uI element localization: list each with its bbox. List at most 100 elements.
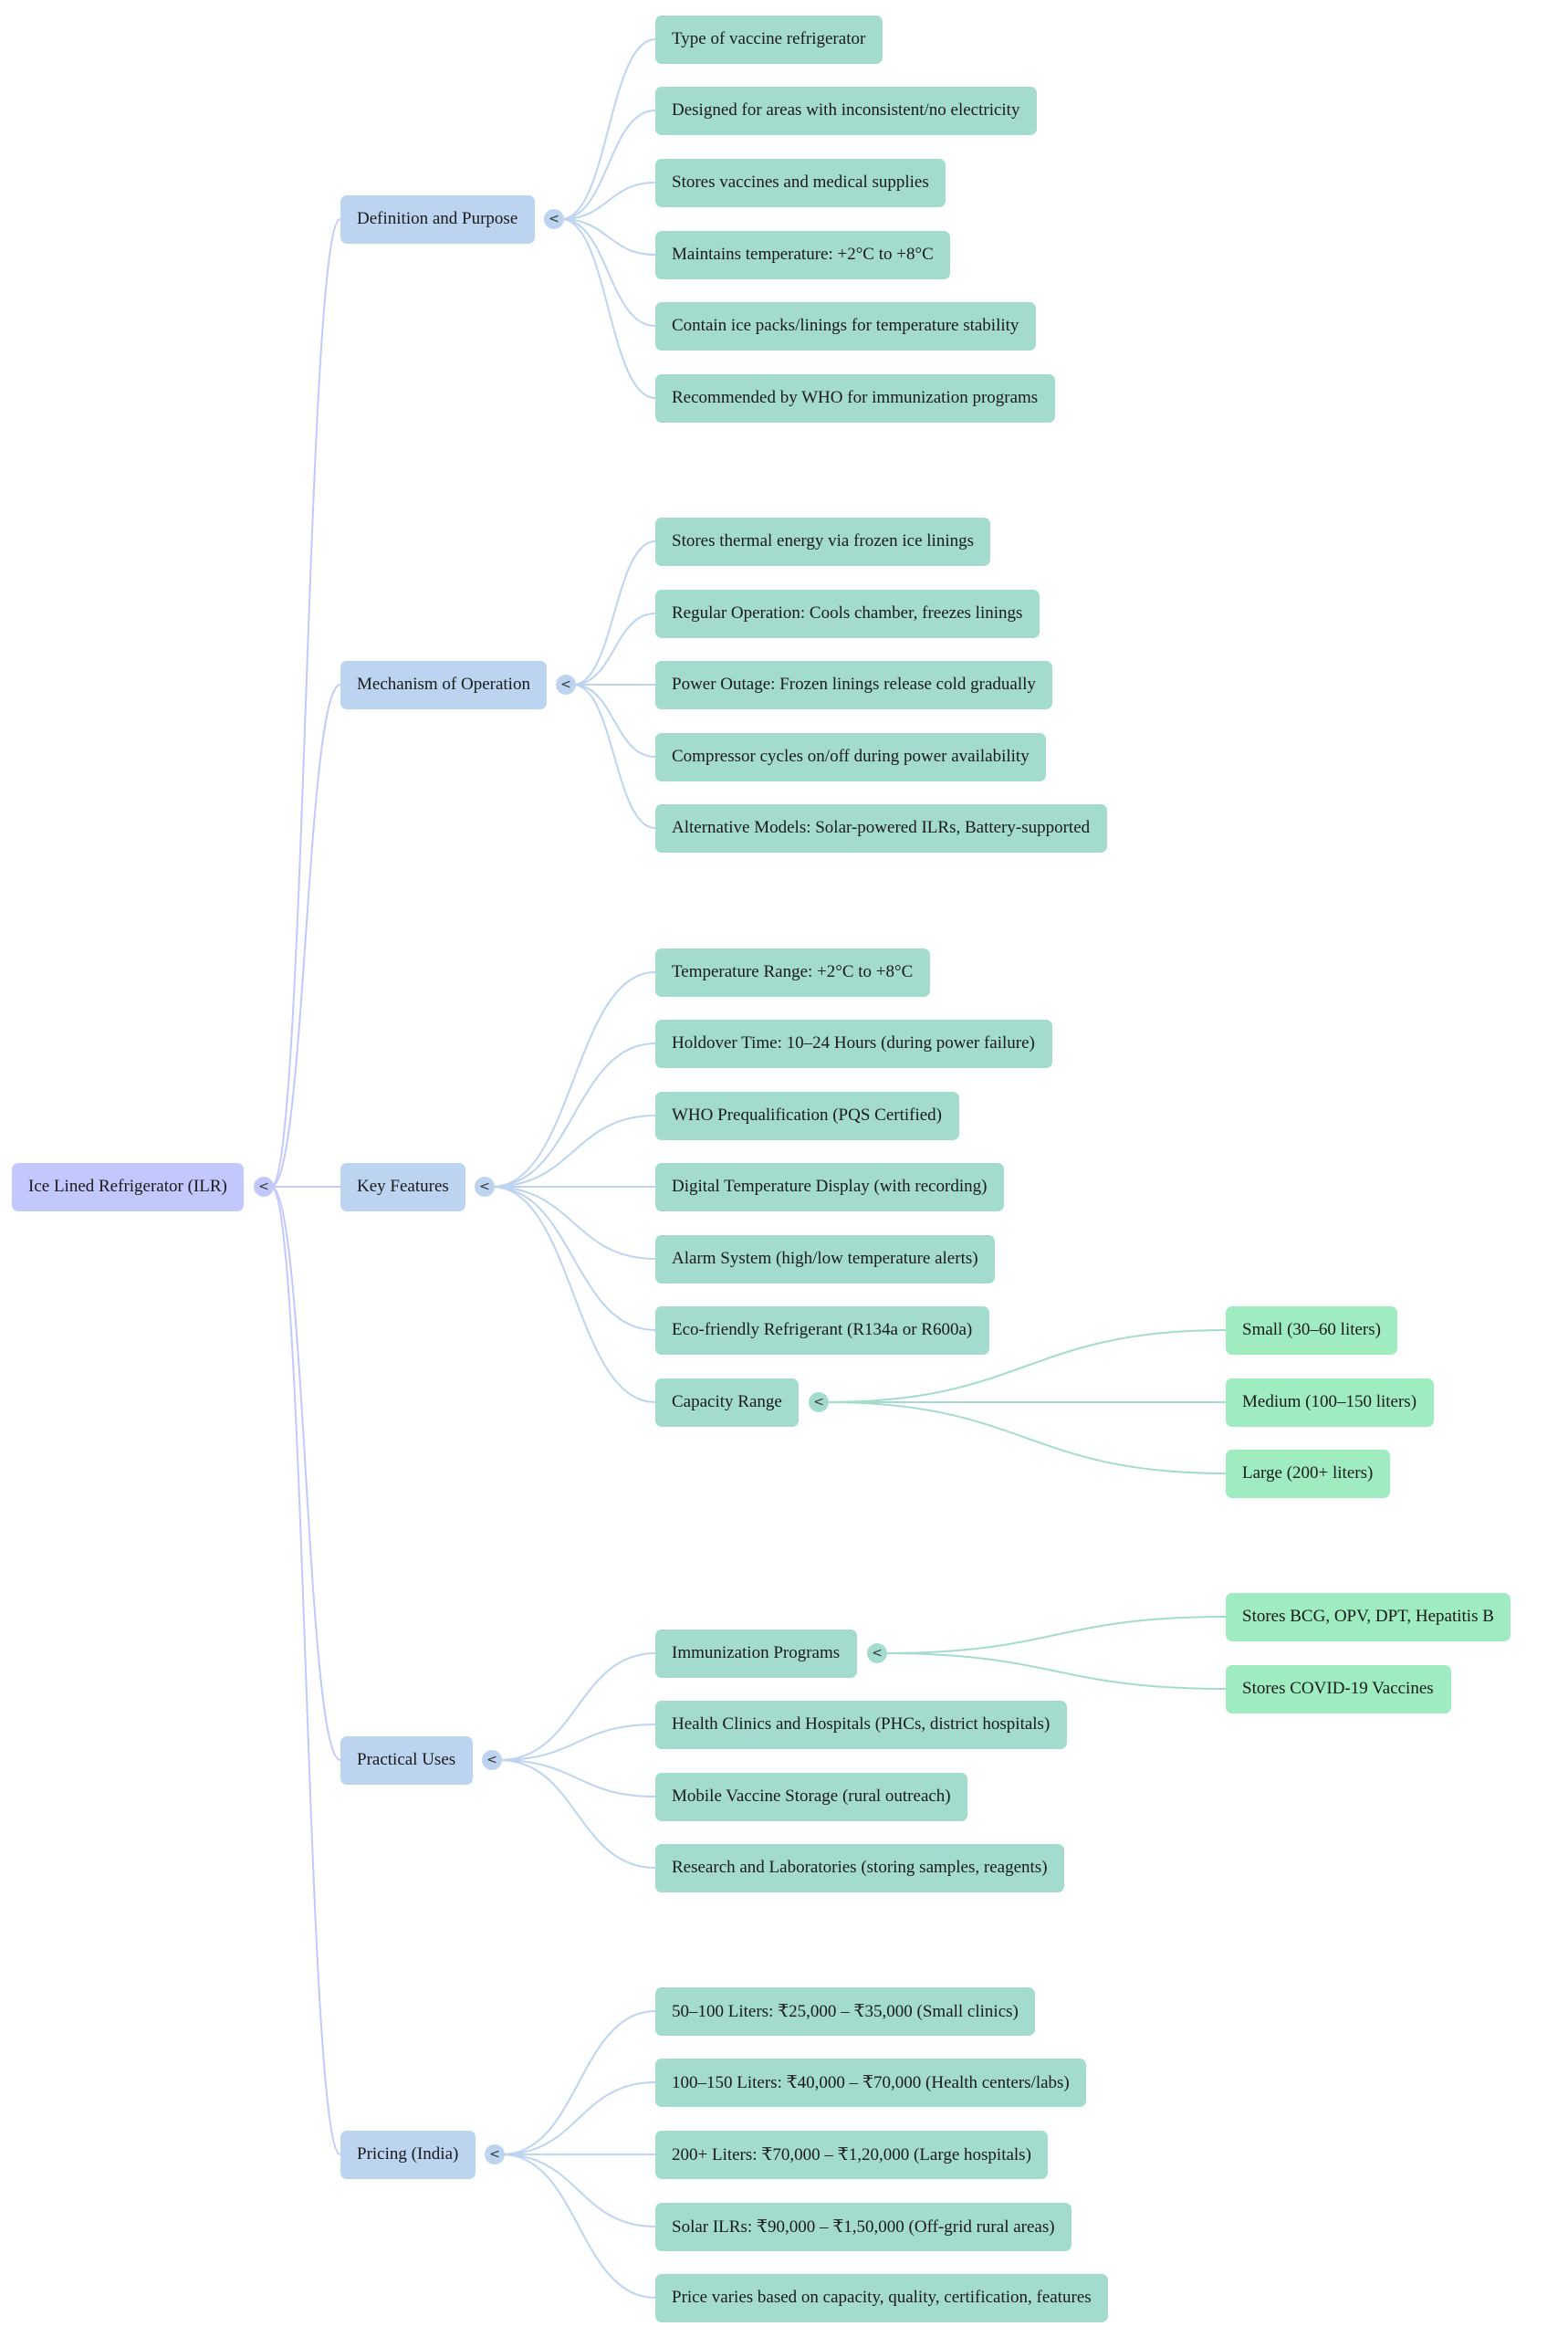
item-node[interactable]: Mobile Vaccine Storage (rural outreach) (655, 1772, 967, 1821)
branch-node[interactable]: Definition and Purpose (340, 194, 535, 244)
link-branch-to-item (560, 218, 656, 399)
link-branch-to-item (498, 1724, 656, 1761)
collapse-toggle-branch[interactable]: < (485, 2144, 505, 2164)
node-label: Stores COVID-19 Vaccines (1242, 1679, 1434, 1698)
node-label: Ice Lined Refrigerator (ILR) (28, 1177, 227, 1196)
item-node[interactable]: Holdover Time: 10–24 Hours (during power… (655, 1019, 1052, 1068)
link-root-to-branch (270, 1186, 341, 2155)
item-node[interactable]: Capacity Range (655, 1378, 799, 1427)
node-label: Alarm System (high/low temperature alert… (672, 1249, 978, 1268)
link-branch-to-item (491, 1115, 656, 1188)
node-label: Recommended by WHO for immunization prog… (672, 388, 1039, 407)
link-item-to-subitem (883, 1616, 1227, 1654)
link-branch-to-item (491, 1186, 656, 1403)
link-branch-to-item (560, 38, 656, 220)
link-branch-to-item (572, 613, 656, 686)
node-label: 100–150 Liters: ₹40,000 – ₹70,000 (Healt… (672, 2072, 1070, 2092)
item-node[interactable]: 100–150 Liters: ₹40,000 – ₹70,000 (Healt… (655, 2058, 1086, 2107)
subitem-node[interactable]: Large (200+ liters) (1226, 1449, 1390, 1498)
collapse-toggle-branch[interactable]: < (475, 1177, 495, 1197)
link-root-to-branch (270, 684, 341, 1188)
node-label: Key Features (357, 1177, 449, 1196)
item-node[interactable]: Regular Operation: Cools chamber, freeze… (655, 589, 1040, 638)
collapse-toggle-branch[interactable]: < (482, 1750, 502, 1770)
root-node[interactable]: Ice Lined Refrigerator (ILR) (12, 1162, 244, 1211)
node-label: Stores vaccines and medical supplies (672, 173, 929, 192)
node-label: Practical Uses (357, 1750, 456, 1769)
link-branch-to-item (498, 1759, 656, 1869)
collapse-toggle-branch[interactable]: < (544, 209, 564, 229)
link-branch-to-item (560, 218, 656, 256)
item-node[interactable]: Alarm System (high/low temperature alert… (655, 1234, 995, 1284)
item-node[interactable]: Temperature Range: +2°C to +8°C (655, 948, 930, 997)
item-node[interactable]: Recommended by WHO for immunization prog… (655, 373, 1055, 423)
branch-node[interactable]: Key Features (340, 1162, 465, 1211)
item-node[interactable]: 50–100 Liters: ₹25,000 – ₹35,000 (Small … (655, 1986, 1035, 2036)
branch-node[interactable]: Practical Uses (340, 1735, 473, 1785)
link-branch-to-item (498, 1652, 656, 1761)
link-branch-to-item (501, 2154, 656, 2299)
node-label: Temperature Range: +2°C to +8°C (672, 962, 914, 981)
subitem-node[interactable]: Small (30–60 liters) (1226, 1305, 1397, 1355)
link-root-to-branch (270, 218, 341, 1188)
node-label: Health Clinics and Hospitals (PHCs, dist… (672, 1714, 1051, 1734)
item-node[interactable]: Immunization Programs (655, 1629, 857, 1678)
item-node[interactable]: Stores vaccines and medical supplies (655, 158, 946, 207)
node-label: Pricing (India) (357, 2144, 459, 2164)
node-label: Holdover Time: 10–24 Hours (during power… (672, 1033, 1035, 1053)
node-label: Power Outage: Frozen linings release col… (672, 675, 1036, 694)
link-item-to-subitem (825, 1401, 1227, 1474)
item-node[interactable]: Alternative Models: Solar-powered ILRs, … (655, 803, 1107, 853)
node-label: 50–100 Liters: ₹25,000 – ₹35,000 (Small … (672, 2001, 1019, 2021)
item-node[interactable]: Maintains temperature: +2°C to +8°C (655, 230, 950, 279)
link-branch-to-item (491, 1186, 656, 1331)
node-label: Stores thermal energy via frozen ice lin… (672, 531, 974, 550)
node-label: 200+ Liters: ₹70,000 – ₹1,20,000 (Large … (672, 2144, 1031, 2164)
collapse-toggle-branch[interactable]: < (556, 675, 576, 695)
item-node[interactable]: Power Outage: Frozen linings release col… (655, 660, 1052, 709)
item-node[interactable]: 200+ Liters: ₹70,000 – ₹1,20,000 (Large … (655, 2130, 1048, 2179)
item-node[interactable]: Research and Laboratories (storing sampl… (655, 1843, 1064, 1892)
item-node[interactable]: Digital Temperature Display (with record… (655, 1162, 1004, 1211)
link-branch-to-item (572, 684, 656, 829)
item-node[interactable]: Designed for areas with inconsistent/no … (655, 86, 1037, 135)
link-branch-to-item (572, 540, 656, 686)
collapse-toggle-item[interactable]: < (809, 1392, 829, 1412)
link-branch-to-item (560, 182, 656, 220)
item-node[interactable]: Solar ILRs: ₹90,000 – ₹1,50,000 (Off-gri… (655, 2202, 1071, 2251)
node-label: Type of vaccine refrigerator (672, 29, 866, 48)
collapse-toggle-item[interactable]: < (867, 1643, 887, 1663)
node-label: Alternative Models: Solar-powered ILRs, … (672, 818, 1091, 837)
branch-node[interactable]: Mechanism of Operation (340, 660, 547, 709)
node-label: Capacity Range (672, 1392, 782, 1411)
node-label: Price varies based on capacity, quality,… (672, 2288, 1092, 2307)
subitem-node[interactable]: Stores BCG, OPV, DPT, Hepatitis B (1226, 1592, 1511, 1641)
node-label: Contain ice packs/linings for temperatur… (672, 316, 1019, 335)
link-branch-to-item (491, 1043, 656, 1188)
node-label: Compressor cycles on/off during power av… (672, 747, 1030, 766)
link-branch-to-item (501, 2154, 656, 2227)
node-label: Mechanism of Operation (357, 675, 530, 694)
subitem-node[interactable]: Stores COVID-19 Vaccines (1226, 1664, 1451, 1713)
link-branch-to-item (491, 1186, 656, 1260)
node-label: Research and Laboratories (storing sampl… (672, 1858, 1048, 1877)
subitem-node[interactable]: Medium (100–150 liters) (1226, 1378, 1434, 1427)
item-node[interactable]: Price varies based on capacity, quality,… (655, 2273, 1108, 2322)
node-label: Immunization Programs (672, 1643, 841, 1662)
item-node[interactable]: Compressor cycles on/off during power av… (655, 732, 1046, 781)
link-item-to-subitem (883, 1652, 1227, 1690)
item-node[interactable]: Health Clinics and Hospitals (PHCs, dist… (655, 1700, 1067, 1749)
node-label: Maintains temperature: +2°C to +8°C (672, 245, 934, 264)
node-label: Mobile Vaccine Storage (rural outreach) (672, 1787, 951, 1806)
link-root-to-branch (270, 1186, 341, 1761)
item-node[interactable]: WHO Prequalification (PQS Certified) (655, 1091, 959, 1140)
item-node[interactable]: Contain ice packs/linings for temperatur… (655, 301, 1036, 351)
node-label: Definition and Purpose (357, 209, 518, 228)
item-node[interactable]: Eco-friendly Refrigerant (R134a or R600a… (655, 1305, 989, 1355)
collapse-toggle-root[interactable]: < (254, 1177, 274, 1197)
branch-node[interactable]: Pricing (India) (340, 2130, 476, 2179)
item-node[interactable]: Stores thermal energy via frozen ice lin… (655, 517, 990, 566)
link-branch-to-item (498, 1759, 656, 1797)
item-node[interactable]: Type of vaccine refrigerator (655, 15, 883, 64)
